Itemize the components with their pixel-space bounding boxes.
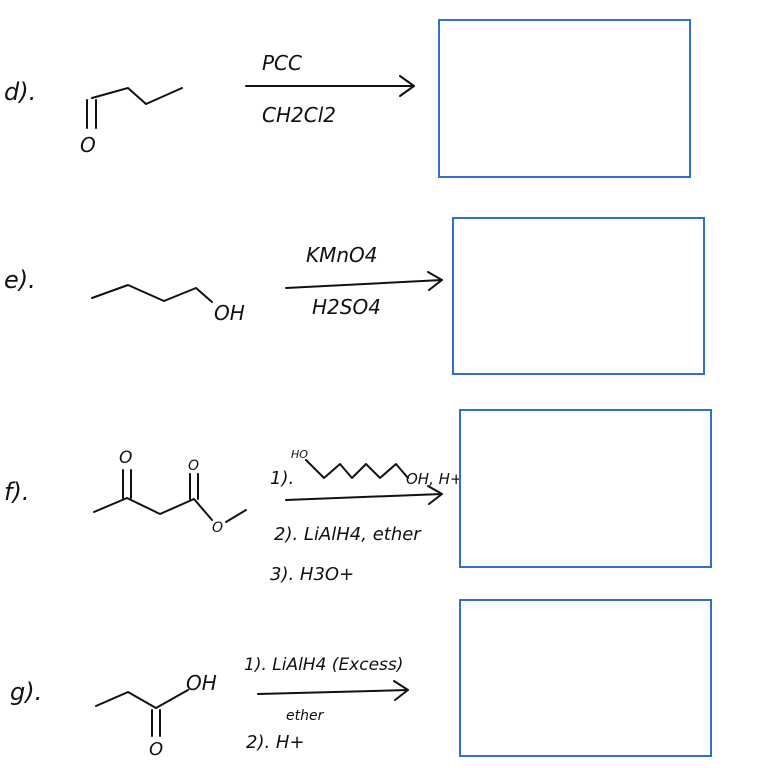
ester-oxygen-label: O — [188, 458, 199, 474]
diol-hydroxyl-label: HO — [291, 448, 308, 461]
reagent-above-arrow: PCC — [262, 51, 302, 75]
step-3-reagents: 3). H3O+ — [270, 564, 354, 585]
problem-e-reactant-structure: OH — [91, 284, 245, 325]
problem-e-label: e). — [4, 266, 36, 294]
answer-box-e[interactable] — [452, 217, 705, 375]
step-2-reagents: 2). H+ — [246, 732, 305, 753]
answer-box-f[interactable] — [459, 409, 712, 568]
diol-hydroxyl-and-acid: OH, H+ — [406, 470, 462, 488]
problem-g-label: g). — [10, 678, 42, 706]
problem-f-reactant-structure: O O O — [93, 448, 247, 536]
problem-f-label: f). — [4, 478, 29, 506]
step-1-number: 1). — [270, 468, 294, 489]
carbonyl-oxygen-label: O — [149, 739, 163, 760]
reaction-arrow — [285, 271, 443, 291]
reaction-arrow — [245, 75, 415, 97]
oxygen-atom-label: O — [80, 133, 96, 157]
hydroxyl-group-label: OH — [214, 301, 245, 325]
answer-box-d[interactable] — [438, 19, 691, 178]
hydroxyl-group-label: OH — [186, 671, 217, 695]
step-2-reagents: 2). LiAlH4, ether — [274, 524, 422, 545]
problem-d: d). O PCC CH2Cl2 — [4, 19, 691, 178]
problem-d-label: d). — [4, 78, 36, 106]
carbon-chain-bond — [93, 497, 213, 521]
problem-e: e). OH KMnO4 H2SO4 — [4, 217, 705, 375]
problem-f-step1: 1). HO OH, H+ — [270, 448, 462, 489]
reaction-arrow — [285, 485, 443, 505]
reaction-arrow — [257, 680, 409, 701]
reagent-above-arrow: KMnO4 — [306, 243, 378, 267]
diol-carbon-chain — [305, 459, 409, 479]
problem-d-reactant-structure: O — [80, 87, 183, 157]
reagent-below-arrow: CH2Cl2 — [262, 103, 336, 127]
step-1-solvent: ether — [286, 708, 325, 724]
ketone-oxygen-label: O — [119, 448, 132, 468]
reagent-below-arrow: H2SO4 — [312, 295, 381, 319]
problem-g-reactant-structure: OH O — [95, 671, 217, 760]
ester-single-oxygen-label: O — [212, 520, 223, 536]
problem-f: f). O O O 1). HO OH, H+ 2). LiAlH4, ethe… — [4, 409, 712, 585]
problem-g: g). OH O 1). LiAlH4 (Excess) ether 2). H… — [10, 599, 712, 760]
answer-box-g[interactable] — [459, 599, 712, 757]
methyl-ester-bond — [225, 509, 247, 523]
carbon-chain-bond — [95, 689, 189, 709]
carbon-chain-bond — [91, 87, 183, 105]
carbon-chain-bond — [91, 284, 213, 303]
step-1-reagents: 1). LiAlH4 (Excess) — [244, 655, 403, 675]
